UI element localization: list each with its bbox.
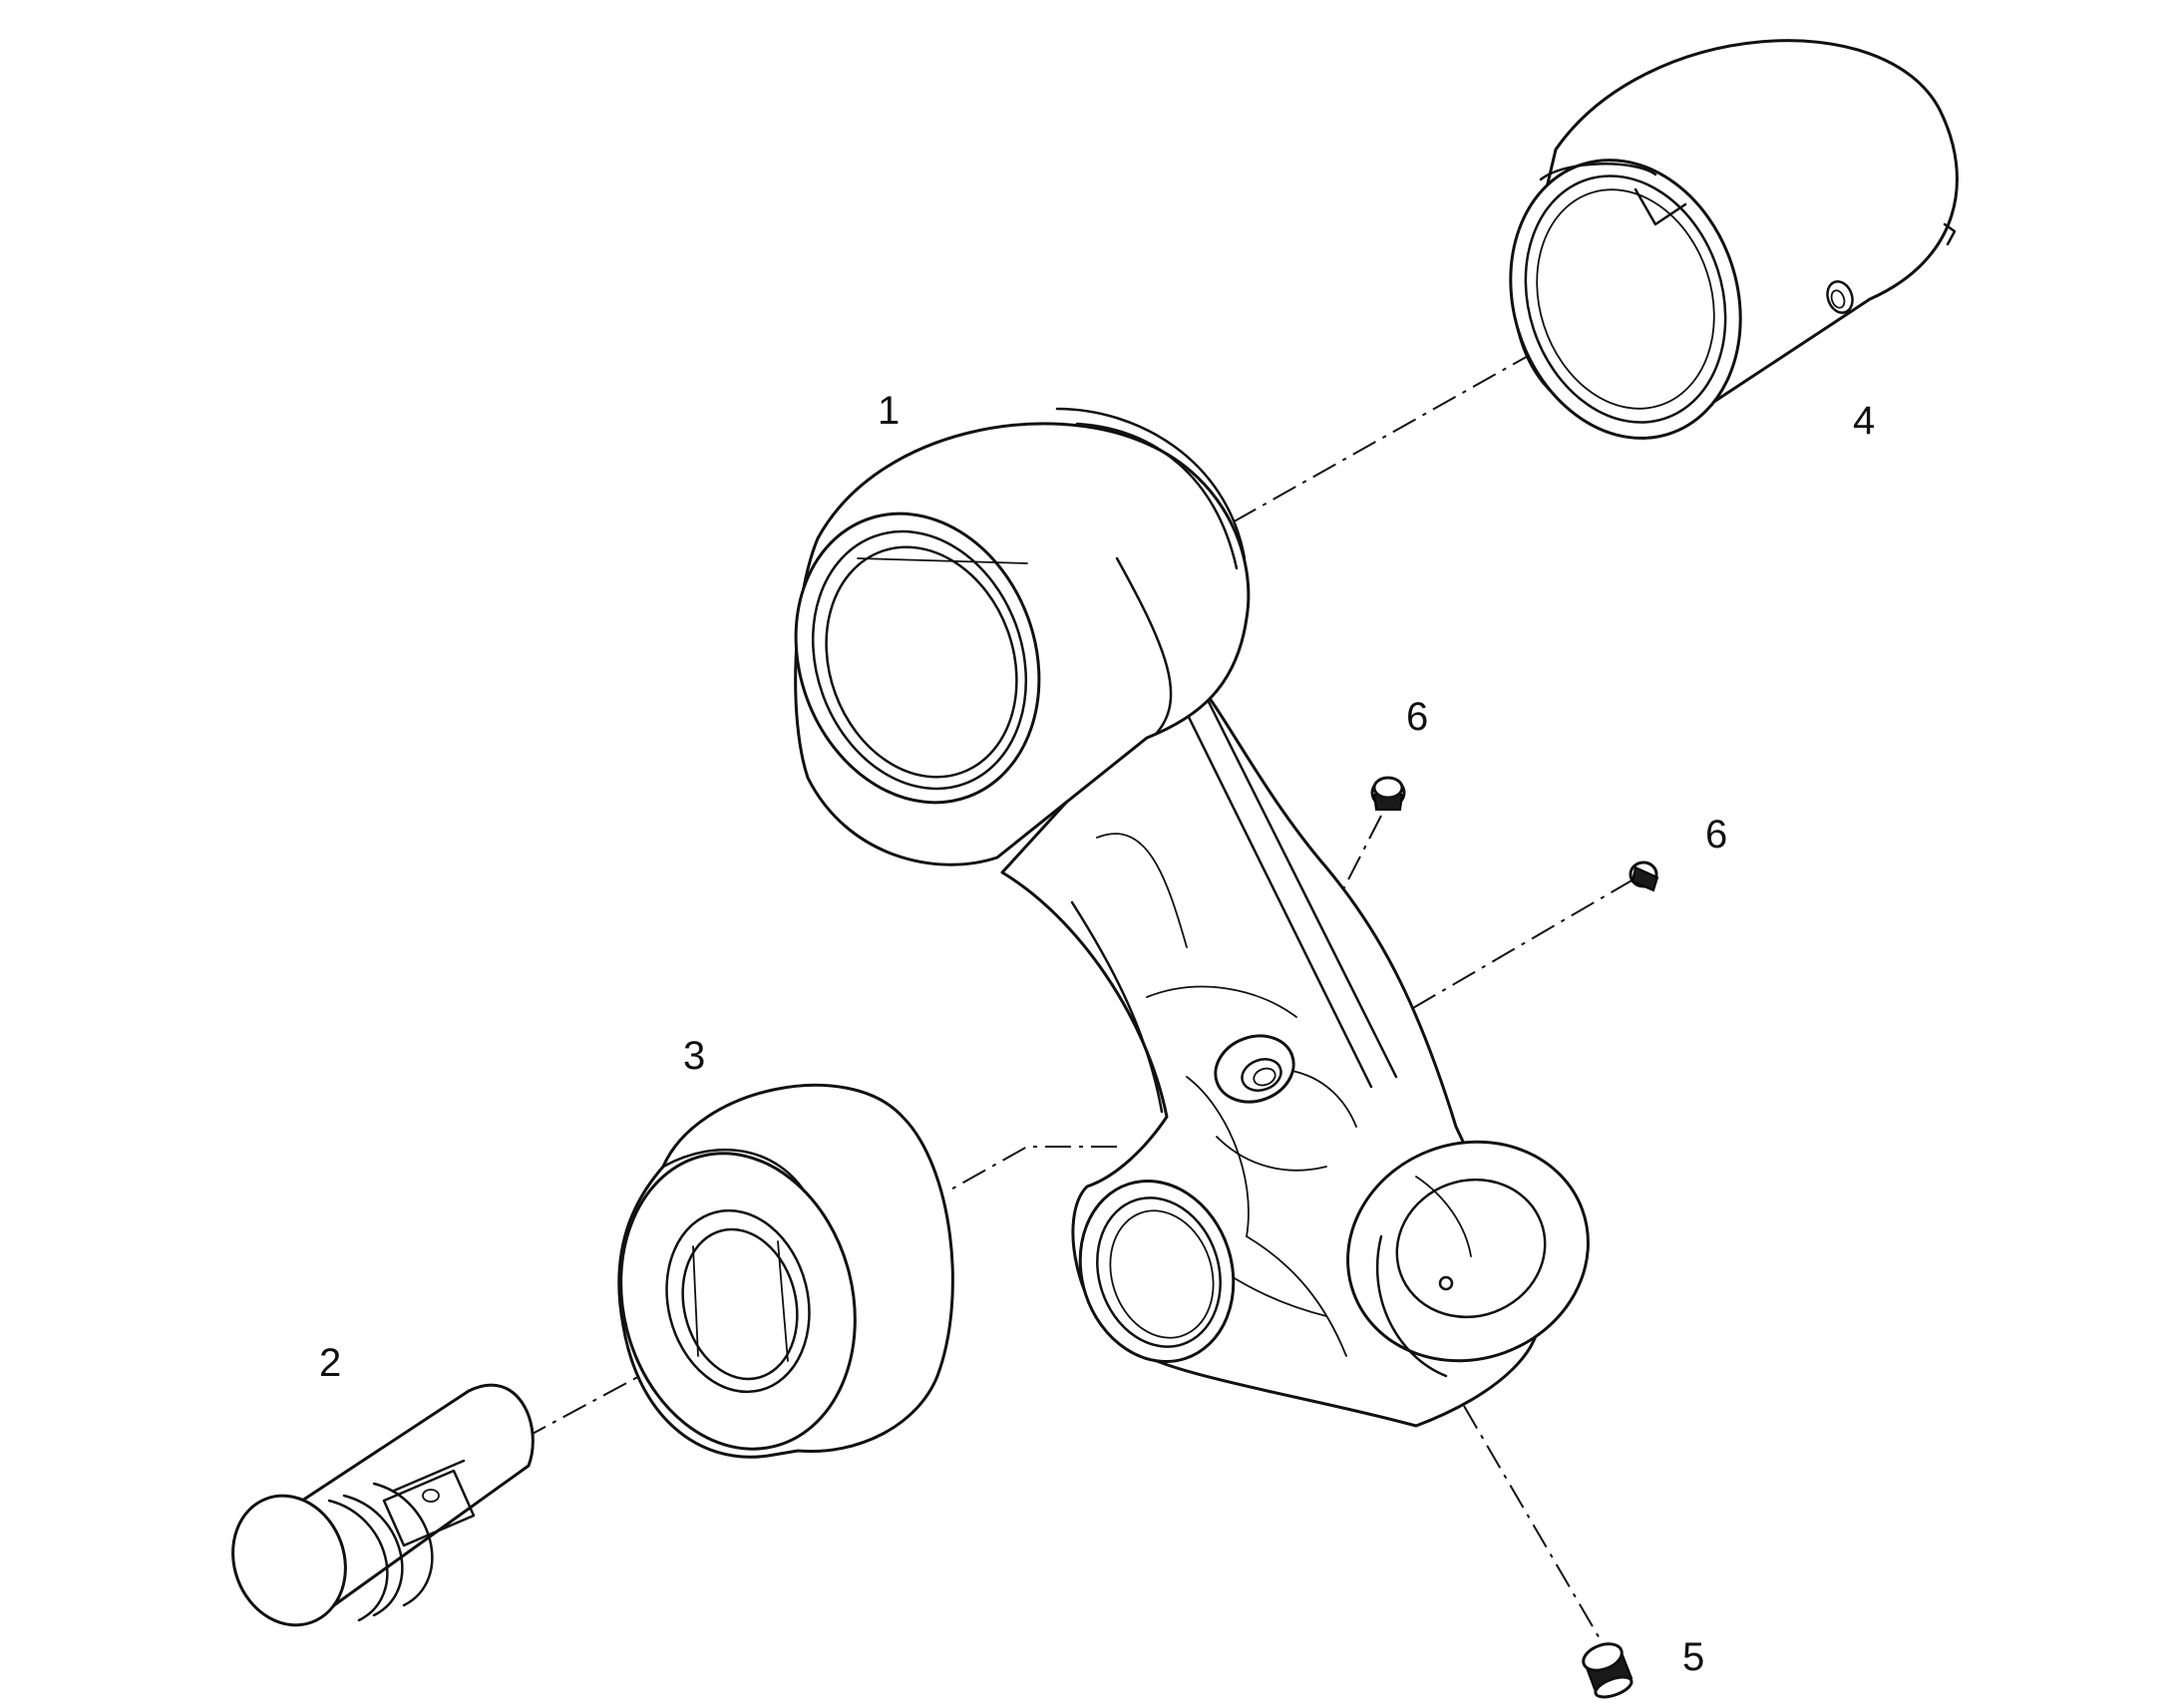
callout-2: 2: [319, 1341, 341, 1385]
part-6b-screw: [1629, 860, 1659, 892]
axis-screw-5: [1463, 1405, 1602, 1641]
part-4-bushing: [1509, 39, 1959, 440]
part-6a-screw: [1370, 776, 1406, 811]
axis-bearing-3: [946, 1146, 1117, 1193]
callout-5: 5: [1682, 1635, 1704, 1679]
part-3-bearing: [617, 1083, 954, 1459]
part-5-plug: [1582, 1642, 1634, 1699]
axis-screw-6b: [1405, 878, 1635, 1013]
part-2-pin: [231, 1383, 535, 1627]
callout-6b: 6: [1705, 813, 1727, 856]
callout-4: 4: [1853, 399, 1875, 443]
callout-3: 3: [683, 1034, 705, 1078]
callout-6a: 6: [1406, 695, 1428, 739]
part-1-connecting-rod: [794, 407, 1590, 1428]
callout-labels: 1 2 3 4 5 6 6: [319, 389, 1875, 1679]
rod-small-end: [1346, 1140, 1590, 1363]
callout-1: 1: [878, 389, 900, 433]
